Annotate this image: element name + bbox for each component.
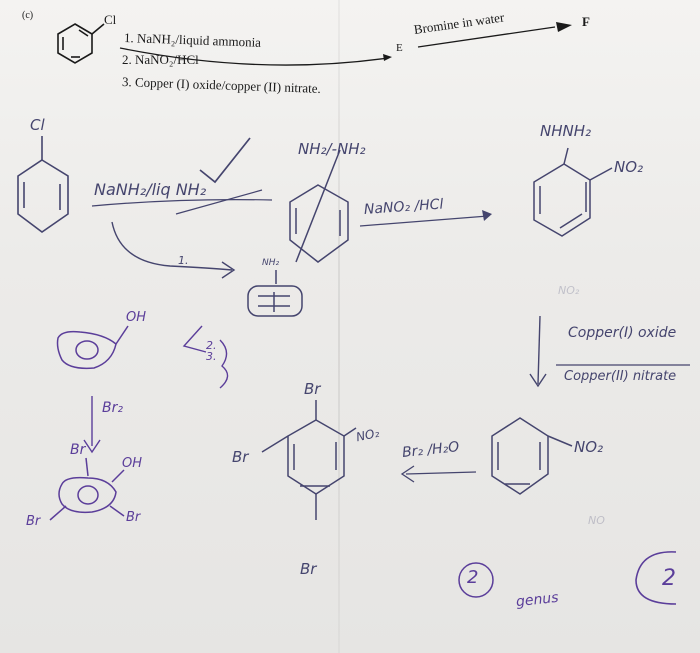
- hw-center-br-top: Br: [304, 380, 321, 398]
- hw-loop-mark: 1.: [178, 254, 189, 267]
- hw-tribromo-oh: OH: [122, 456, 143, 471]
- hw-small-aniline: [247, 270, 303, 317]
- hw-faint-no2: NO₂: [558, 284, 580, 297]
- paper-fold: [338, 0, 340, 653]
- hw-steps-23: 2. 3.: [206, 339, 217, 363]
- hw-big-c: [635, 551, 677, 605]
- hw-center-br-left: Br: [232, 448, 249, 466]
- product-f: F: [582, 14, 590, 29]
- hw-copper-reagent-1: Copper(I) oxide: [568, 325, 677, 341]
- hw-nitrobenzene: [491, 417, 573, 495]
- hw-small-nh2: NH₂: [262, 258, 280, 268]
- product-e: E: [396, 42, 403, 54]
- printed-benzene-ring: [57, 23, 105, 64]
- hw-tribromophenol: [49, 457, 125, 521]
- hw-faint-no-bottom: NO: [588, 514, 605, 527]
- hw-copper-reagent-2: Copper(II) nitrate: [564, 369, 677, 384]
- hw-hydrazine-ring: [533, 147, 613, 237]
- hw-nanh2-reagent: NaNH₂/liq NH₂: [94, 180, 207, 199]
- hw-tribromo-br-left: Br: [26, 514, 41, 529]
- hw-bottom-no2: NO₂: [574, 438, 604, 456]
- part-label: (c): [22, 10, 34, 21]
- hw-no2-right: NO₂: [614, 158, 644, 176]
- hw-nhnh2: NHNH₂: [540, 122, 592, 140]
- hw-tribromo-ring: [261, 400, 357, 520]
- hw-circled-2: 2: [467, 567, 479, 588]
- hw-br2-left: Br₂: [102, 400, 123, 416]
- printed-arrow-to-e: [119, 47, 389, 66]
- hw-center-br-bottom: Br: [300, 560, 317, 578]
- hw-check-mark: [199, 137, 251, 184]
- hw-arrow-left: [405, 471, 477, 475]
- printed-cl-label: Cl: [104, 12, 117, 27]
- hw-tribromo-br-top: Br: [70, 442, 86, 458]
- hw-phenol-purple: [56, 325, 129, 370]
- hw-cl: Cl: [30, 116, 45, 134]
- hw-loop-arrow: [111, 221, 233, 271]
- hw-tribromo-br-right: Br: [126, 510, 141, 525]
- printed-arrow-to-f: [417, 26, 556, 48]
- hw-chlorobenzene: [17, 136, 69, 233]
- hw-big-2: 2: [662, 566, 676, 591]
- hw-circled-2-ring: [458, 562, 494, 598]
- hw-nh2-labels: NH₂/-NH₂: [298, 140, 366, 158]
- hw-down-arrow: [537, 315, 541, 385]
- hw-phenol-oh: OH: [126, 310, 147, 325]
- step-2: 2. NaNO₂/HCl: [122, 52, 199, 67]
- hw-crossed-ring: [289, 149, 349, 263]
